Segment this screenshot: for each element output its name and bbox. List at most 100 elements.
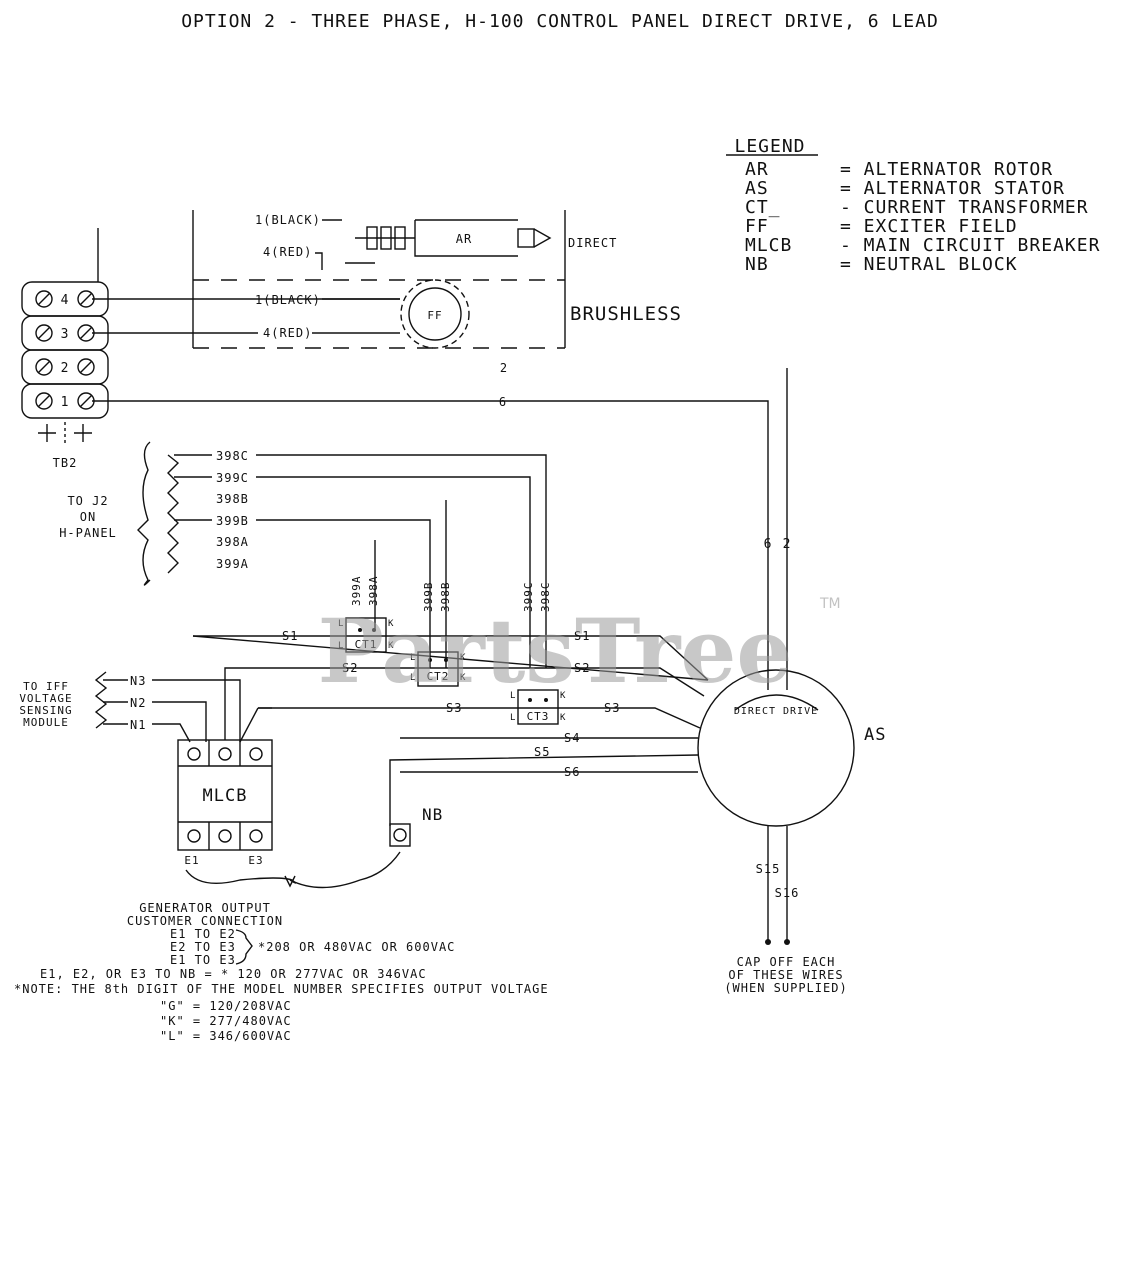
svg-text:L: L (338, 619, 344, 629)
note-pair-2: E2 TO E3 (170, 940, 236, 954)
terminal-4: 4 (35, 290, 95, 308)
s1-label-left: S1 (282, 629, 298, 643)
legend-desc-mlcb: - MAIN CIRCUIT BREAKER (840, 235, 1100, 256)
unused-leads: S15 S16 CAP OFF EACH OF THESE WIRES (WHE… (724, 826, 847, 995)
ct2: CT2 L K L K (410, 651, 466, 687)
wire-s5 (389, 754, 699, 826)
note-model: *NOTE: THE 8th DIGIT OF THE MODEL NUMBER… (14, 982, 549, 996)
svg-text:SENSING: SENSING (19, 704, 72, 717)
n2-label: N2 (130, 696, 146, 710)
exciter-field-outer (400, 279, 470, 349)
voltage-sensing-module: TO IFF VOLTAGE SENSING MODULE N3 N2 N1 (19, 671, 241, 743)
wire-s2 (224, 667, 705, 740)
legend-desc-ct: - CURRENT TRANSFORMER (840, 197, 1089, 218)
svg-text:MODULE: MODULE (23, 716, 69, 729)
stator-label: AS (864, 725, 886, 745)
legend-code-mlcb: MLCB (745, 235, 792, 256)
legend-desc-as: = ALTERNATOR STATOR (840, 178, 1065, 199)
svg-text:VOLTAGE: VOLTAGE (19, 692, 72, 705)
svg-text:L: L (410, 673, 416, 683)
legend-heading: LEGEND (734, 136, 805, 157)
watermark-tm: TM (819, 596, 841, 612)
note-line-voltage: *208 OR 480VAC OR 600VAC (258, 940, 455, 954)
svg-text:L: L (510, 713, 516, 723)
h-panel-line-2: ON (80, 510, 96, 524)
s3-label-left: S3 (446, 701, 462, 715)
neutral-block: NB (389, 805, 442, 847)
legend-code-as: AS (745, 178, 769, 199)
vlabel-399c: 399C (522, 582, 535, 613)
watermark: PartsTree (318, 599, 793, 703)
wire-398a: 398A (216, 535, 249, 549)
exciter-field-inner (408, 287, 462, 341)
svg-text:K: K (388, 619, 394, 629)
ct3: CT3 L K L K (510, 689, 566, 725)
slip-ring-1 (366, 226, 378, 250)
red-wire-label-top: 4(RED) (263, 245, 312, 259)
ground-symbol (38, 422, 92, 444)
s16-label: S16 (775, 886, 800, 900)
e3-label: E3 (248, 854, 263, 867)
stator-lead-2-label: 2 (783, 537, 792, 552)
terminal-block-tb2: 4 3 2 1 TB2 (21, 228, 400, 470)
svg-text:L: L (410, 653, 416, 663)
n1-label: N1 (130, 718, 146, 732)
svg-text:CT3: CT3 (527, 710, 550, 723)
black-wire-label-bottom: 1(BLACK) (255, 293, 321, 307)
legend-code-ar: AR (745, 159, 769, 180)
legend-code-ct: CT_ (745, 197, 781, 218)
red-wire-label-bottom: 4(RED) (263, 326, 312, 340)
direct-label: DIRECT (568, 236, 617, 250)
alternator-stator: DIRECT DRIVE AS (697, 669, 886, 827)
svg-text:2: 2 (61, 361, 70, 376)
n3-label: N3 (130, 674, 146, 688)
s6-label: S6 (564, 765, 580, 779)
slip-ring-3 (394, 226, 406, 250)
h-panel-harness: TO J2 ON H-PANEL 398C 399C 398B 399B 398… (59, 441, 547, 668)
terminal-2: 2 (35, 358, 95, 376)
svg-text:4: 4 (61, 293, 70, 308)
s3-label-right: S3 (604, 701, 620, 715)
svg-text:K: K (560, 713, 566, 723)
s1-label-right: S1 (574, 629, 590, 643)
svg-text:1: 1 (61, 395, 70, 410)
legend-desc-ff: = EXCITER FIELD (840, 216, 1018, 237)
wire-6-label: 6 (499, 395, 507, 409)
svg-text:L: L (510, 691, 516, 701)
svg-text:CT2: CT2 (427, 670, 450, 683)
mlcb-label: MLCB (203, 786, 248, 806)
note-pair-3: E1 TO E3 (170, 953, 236, 967)
note-pair-1: E1 TO E2 (170, 927, 236, 941)
stator-lead-6-label: 6 (764, 537, 773, 552)
tb2-label: TB2 (53, 456, 78, 470)
excitation-section: 1(BLACK) 4(RED) AR DIRECT 1(BLACK) 4(RED… (192, 210, 681, 375)
exciter-label: FF (427, 309, 442, 322)
ct1: CT1 L K L K (338, 617, 394, 653)
s2-label-left: S2 (342, 661, 358, 675)
legend-desc-ar: = ALTERNATOR ROTOR (840, 159, 1053, 180)
s15-label: S15 (756, 862, 781, 876)
wire-398c: 398C (216, 449, 249, 463)
wire-399b: 399B (216, 514, 249, 528)
wire-399a: 399A (216, 557, 249, 571)
e1-label: E1 (184, 854, 199, 867)
s5-label: S5 (534, 745, 550, 759)
wire-s1-left (192, 635, 709, 681)
cap-off-2: OF THESE WIRES (728, 968, 843, 982)
svg-text:K: K (388, 641, 394, 651)
black-wire-label-top: 1(BLACK) (255, 213, 321, 227)
svg-text:K: K (460, 673, 466, 683)
s4-label: S4 (564, 731, 580, 745)
wire-399c: 399C (216, 471, 249, 485)
note-k: "K" = 277/480VAC (160, 1014, 292, 1028)
wire-398b: 398B (216, 492, 249, 506)
legend-desc-nb: = NEUTRAL BLOCK (840, 254, 1018, 275)
slip-ring-2 (380, 226, 392, 250)
vlabel-398c: 398C (539, 582, 552, 613)
svg-text:L: L (338, 641, 344, 651)
direct-drive-label: DIRECT DRIVE (734, 706, 818, 717)
note-customer-1: GENERATOR OUTPUT (139, 901, 271, 915)
main-circuit-breaker: MLCB E1 E3 (177, 707, 401, 889)
svg-text:K: K (560, 691, 566, 701)
